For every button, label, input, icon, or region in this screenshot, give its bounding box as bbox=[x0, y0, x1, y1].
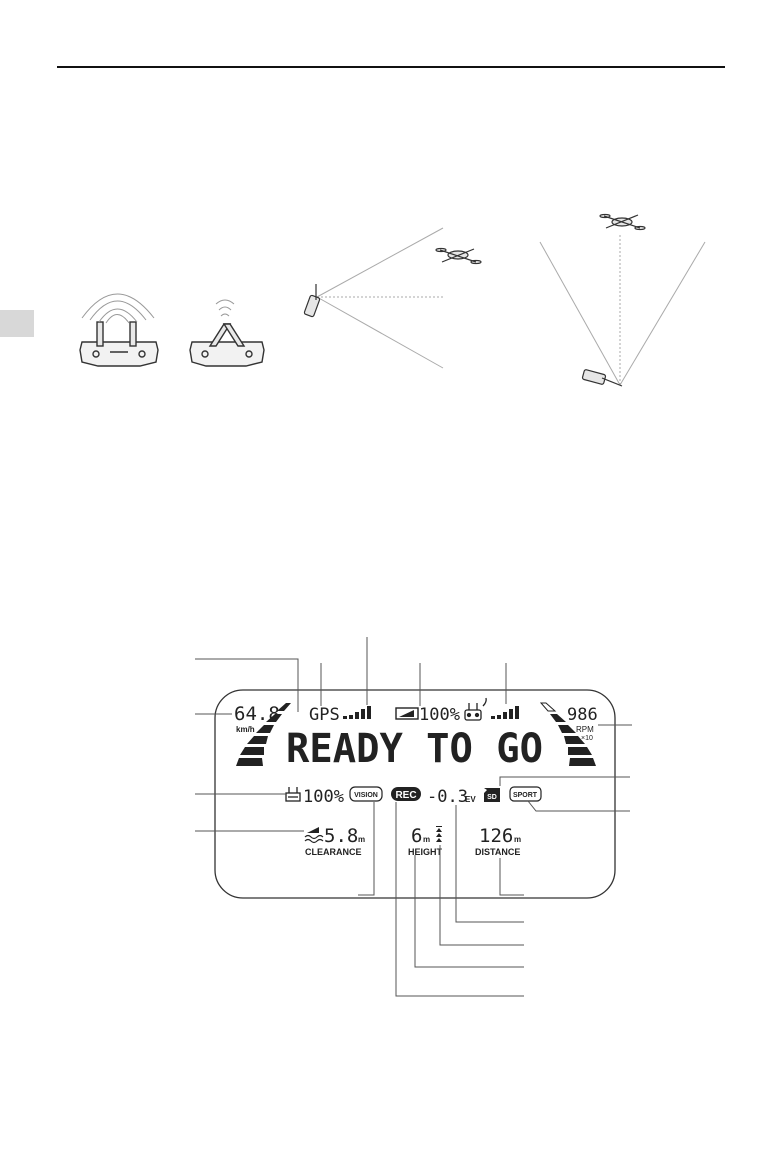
rc-battery-value: 100% bbox=[303, 787, 344, 807]
gps-label: GPS bbox=[309, 705, 340, 725]
sd-card-icon bbox=[484, 788, 500, 802]
rc-icon bbox=[464, 697, 487, 721]
remote-controller-icon bbox=[189, 323, 265, 367]
drone-icon bbox=[599, 213, 646, 231]
side-cone-diagram bbox=[303, 227, 482, 369]
clearance-label: CLEARANCE bbox=[305, 847, 362, 857]
signal-bars-icon bbox=[491, 706, 519, 719]
rpm-value: 986 bbox=[567, 705, 598, 725]
remote-controller-icon bbox=[79, 321, 159, 367]
rpm-label: RPM bbox=[576, 725, 594, 734]
clearance-unit: m bbox=[358, 835, 365, 844]
top-cone-diagram bbox=[539, 213, 706, 387]
sport-badge-frame bbox=[509, 786, 542, 802]
sport-badge: SPORT bbox=[513, 792, 538, 799]
drone-icon bbox=[435, 247, 482, 265]
speed-unit: km/h bbox=[236, 725, 255, 734]
signal-waves-icon bbox=[215, 299, 235, 317]
pilot-icon bbox=[581, 369, 623, 387]
signal-waves-icon bbox=[81, 293, 155, 324]
signal-bars-icon bbox=[343, 706, 371, 719]
ev-value: -0.3 bbox=[427, 787, 468, 807]
distance-unit: m bbox=[514, 835, 521, 844]
height-value: 6 bbox=[411, 825, 422, 847]
status-text: READY TO GO bbox=[286, 726, 543, 772]
top-rule bbox=[57, 66, 725, 68]
rpm-multiplier: ×10 bbox=[581, 735, 593, 742]
battery-icon bbox=[285, 787, 301, 802]
rec-badge-frame bbox=[391, 787, 421, 801]
ev-unit: EV bbox=[465, 795, 476, 804]
right-rpm-bars bbox=[539, 702, 596, 766]
left-speed-bars bbox=[236, 703, 291, 766]
battery-icon bbox=[395, 707, 419, 720]
altitude-arrows-icon bbox=[436, 826, 442, 842]
aircraft-battery-value: 100% bbox=[419, 705, 460, 725]
vision-badge-frame bbox=[349, 786, 383, 802]
clearance-indicator-icon bbox=[307, 827, 319, 833]
sd-badge: SD bbox=[487, 794, 497, 801]
clearance-value: 5.8 bbox=[324, 825, 358, 847]
section-tab bbox=[0, 310, 34, 337]
lcd-display: 64.8 km/h GPS 100% bbox=[214, 689, 616, 899]
height-label: HEIGHT bbox=[408, 847, 443, 857]
distance-label: DISTANCE bbox=[475, 847, 520, 857]
callout-lines bbox=[195, 637, 632, 997]
distance-value: 126 bbox=[479, 825, 513, 847]
vision-badge: VISION bbox=[354, 792, 378, 799]
rec-badge: REC bbox=[395, 790, 416, 801]
ground-waves-icon bbox=[304, 834, 324, 844]
height-unit: m bbox=[423, 835, 430, 844]
pilot-icon bbox=[303, 284, 321, 318]
speed-value: 64.8 bbox=[234, 703, 280, 725]
